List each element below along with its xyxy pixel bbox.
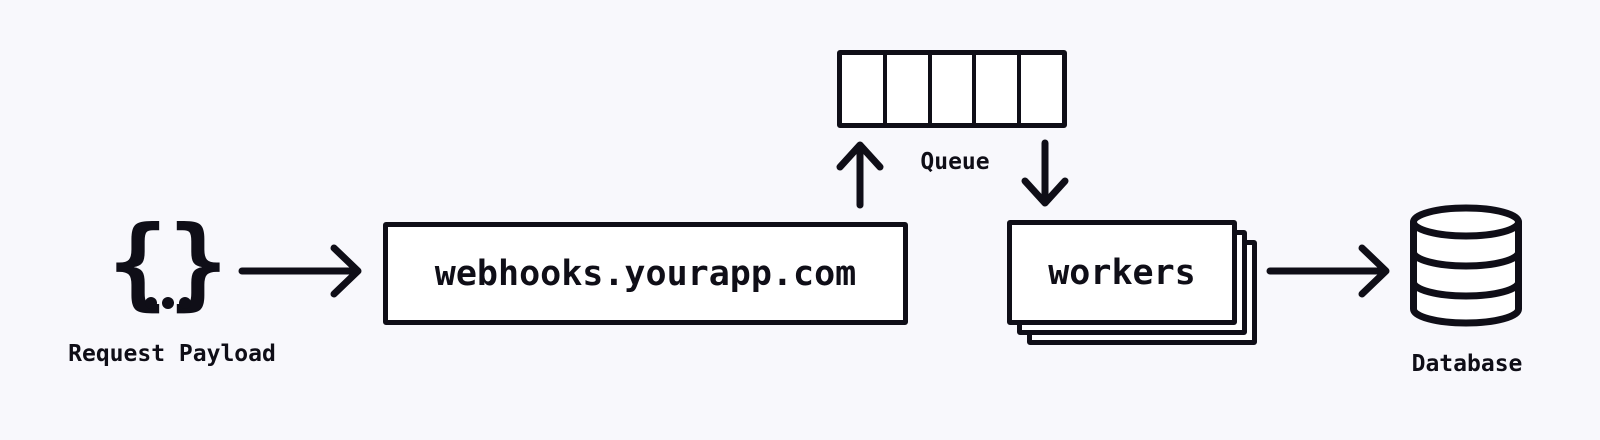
- database-icon: [1410, 204, 1522, 334]
- ellipsis-dots-icon: [145, 297, 191, 309]
- workers-box: workers: [1007, 220, 1237, 325]
- queue-cell: [842, 55, 887, 123]
- arrow-right-icon: [238, 239, 368, 303]
- queue-cell: [887, 55, 932, 123]
- queue-cell: [1021, 55, 1062, 123]
- arrow-up-icon: [833, 139, 887, 209]
- brace-close-glyph: }: [168, 204, 229, 321]
- database-label: Database: [1411, 351, 1523, 377]
- payload-dot: [162, 297, 174, 309]
- workers-stack: workers: [1007, 220, 1259, 347]
- request-payload-label: Request Payload: [68, 341, 276, 367]
- brace-open-glyph: {: [107, 204, 168, 321]
- webhooks-server-label: webhooks.yourapp.com: [434, 253, 857, 294]
- webhooks-server-box: webhooks.yourapp.com: [383, 222, 908, 325]
- queue-cell: [976, 55, 1022, 123]
- payload-dot: [145, 297, 157, 309]
- queue-label: Queue: [920, 149, 990, 175]
- arrow-right-icon: [1266, 239, 1396, 303]
- arrow-down-icon: [1018, 139, 1072, 209]
- workers-label: workers: [1048, 252, 1196, 293]
- payload-dot: [179, 297, 191, 309]
- queue-box: [837, 50, 1067, 128]
- json-payload-icon: { }: [107, 204, 229, 322]
- queue-cell: [932, 55, 977, 123]
